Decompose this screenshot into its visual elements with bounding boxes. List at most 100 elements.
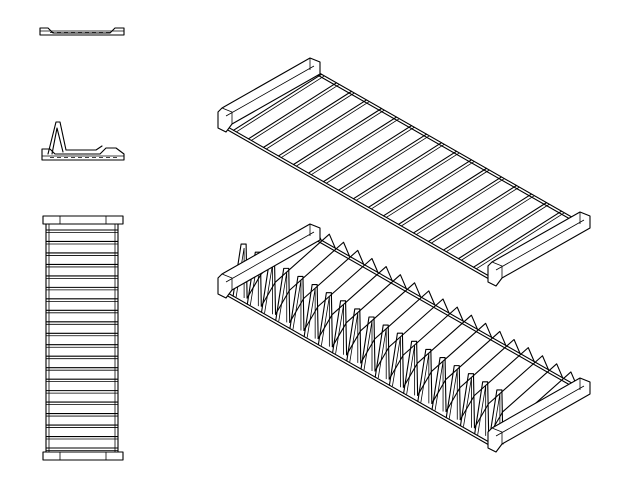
flat-rack-wire [247,82,338,140]
plate-rack-loop-inner [406,345,416,396]
plate-rack-back-loop [360,290,436,364]
top-view-wires [45,229,119,451]
flat-rack-wire [367,150,458,208]
plate-rack-loop-inner [335,304,344,355]
flat-rack-wire-shadow [431,186,520,244]
plate-rack-back-loop [289,249,365,323]
flat-rack-wire-shadow [326,126,415,184]
plate-rack-back-loop [417,322,493,396]
plate-rack-loop-inner [363,320,373,371]
flat-rack-front-rail-lower [225,128,497,284]
plate-rack-back-loop [473,355,550,429]
flat-rack-wire-shadow [476,212,565,270]
plate-rack-back-loop [402,314,478,388]
flat-rack-wire-shadow [461,203,550,261]
iso-view-plate-rack [217,223,591,453]
flat-rack-wire [262,90,353,148]
flat-rack-wire [427,184,518,243]
flat-rack-wire [442,193,533,251]
plate-rack-back-loop [374,298,450,372]
flat-rack-wires [225,69,585,284]
plate-rack-front-loop [417,348,433,404]
iso-view-flat-rack [217,57,591,287]
flat-rack-back-rail [313,69,585,225]
plate-rack-loop-inner [278,272,288,323]
side-view-flat-rack [39,27,125,36]
plate-rack-end-block-bottom-right [487,377,591,453]
flat-rack-wire [412,176,503,234]
flat-rack-wire-shadow [311,118,400,175]
flat-rack-wire [292,107,383,166]
flat-rack-wire-shadow [386,160,475,218]
flat-rack-end-block-bottom-right [487,211,591,287]
plate-rack-loop-inner [392,337,401,388]
plate-rack-end-block-top-left [217,223,321,299]
plate-rack-back-loop [388,306,464,380]
plate-rack-loop-inner [420,353,430,404]
flat-rack-wire [277,99,368,157]
flat-rack-wire [457,202,548,260]
plate-rack-front-loop [303,284,319,340]
plate-rack-back-loop [459,347,535,421]
flat-rack-wire [337,133,428,191]
plate-rack-front-loop [346,308,362,364]
plate-rack-front-loop [431,356,447,413]
plate-rack-back-loop [274,241,351,315]
plate-rack-front-loop [360,316,376,372]
flat-rack-wire-shadow [356,143,445,201]
plate-rack-wires [225,225,585,450]
flat-rack-wire [307,116,398,174]
plate-rack-back-loop [317,266,393,340]
flat-rack-wire-shadow [281,101,370,158]
flat-rack-wire-shadow [296,109,385,167]
plate-rack-back-loop [260,233,336,307]
flat-rack-wire [232,73,323,131]
plate-rack-front-loop [275,267,291,323]
flat-rack-wire [472,210,563,268]
plate-rack-back-rail-lower [313,238,585,394]
flat-rack-wire [322,125,413,183]
plate-rack-front-loop [374,324,390,380]
flat-rack-wire [382,159,473,217]
plate-rack-front-loop [445,365,461,421]
plate-rack-loop-inner [292,280,302,331]
plate-rack-back-loop [431,330,507,404]
plate-rack-loop-inner [349,312,359,363]
plate-rack-loop-inner [306,288,316,339]
plate-rack-front-loop [459,373,476,429]
plate-rack-back-loop [445,338,521,413]
flat-rack-wire-shadow [446,195,535,252]
plate-rack-front-loop [474,381,490,437]
plate-rack-front-loop [289,275,305,332]
plate-rack-loop-inner [463,377,472,428]
flat-rack-wire-shadow [371,152,460,210]
plate-rack-front-rail-lower [225,294,497,450]
top-view-rack [42,215,124,461]
plate-rack-back-loop [331,274,407,348]
flat-rack-back-rail-lower [313,72,585,228]
plate-rack-back-loop [488,363,564,437]
flat-rack-wire [397,167,488,225]
flat-rack-wire-shadow [251,83,340,141]
plate-rack-front-loop [488,389,504,445]
plate-rack-front-loop [332,300,348,356]
flat-rack-wire [352,142,443,200]
plate-rack-loop-inner [434,361,444,412]
side-view-plate-rack [41,121,125,161]
plate-rack-loop-inner [320,296,330,347]
plate-rack-loop-inner [448,369,458,420]
plate-rack-front-loop [388,332,404,388]
flat-rack-front-rail [225,125,497,281]
flat-rack-wire-shadow [341,135,430,193]
flat-rack-wire-shadow [266,92,355,150]
plate-rack-front-loop [317,292,333,348]
flat-rack-wire-shadow [236,75,325,133]
plate-rack-back-loop [303,257,379,332]
flat-rack-wire-shadow [416,178,505,235]
plate-rack-loop-inner [477,385,487,436]
flat-rack-wire-shadow [401,169,490,227]
plate-rack-back-loop [346,282,422,356]
plate-rack-front-loop [403,340,419,396]
